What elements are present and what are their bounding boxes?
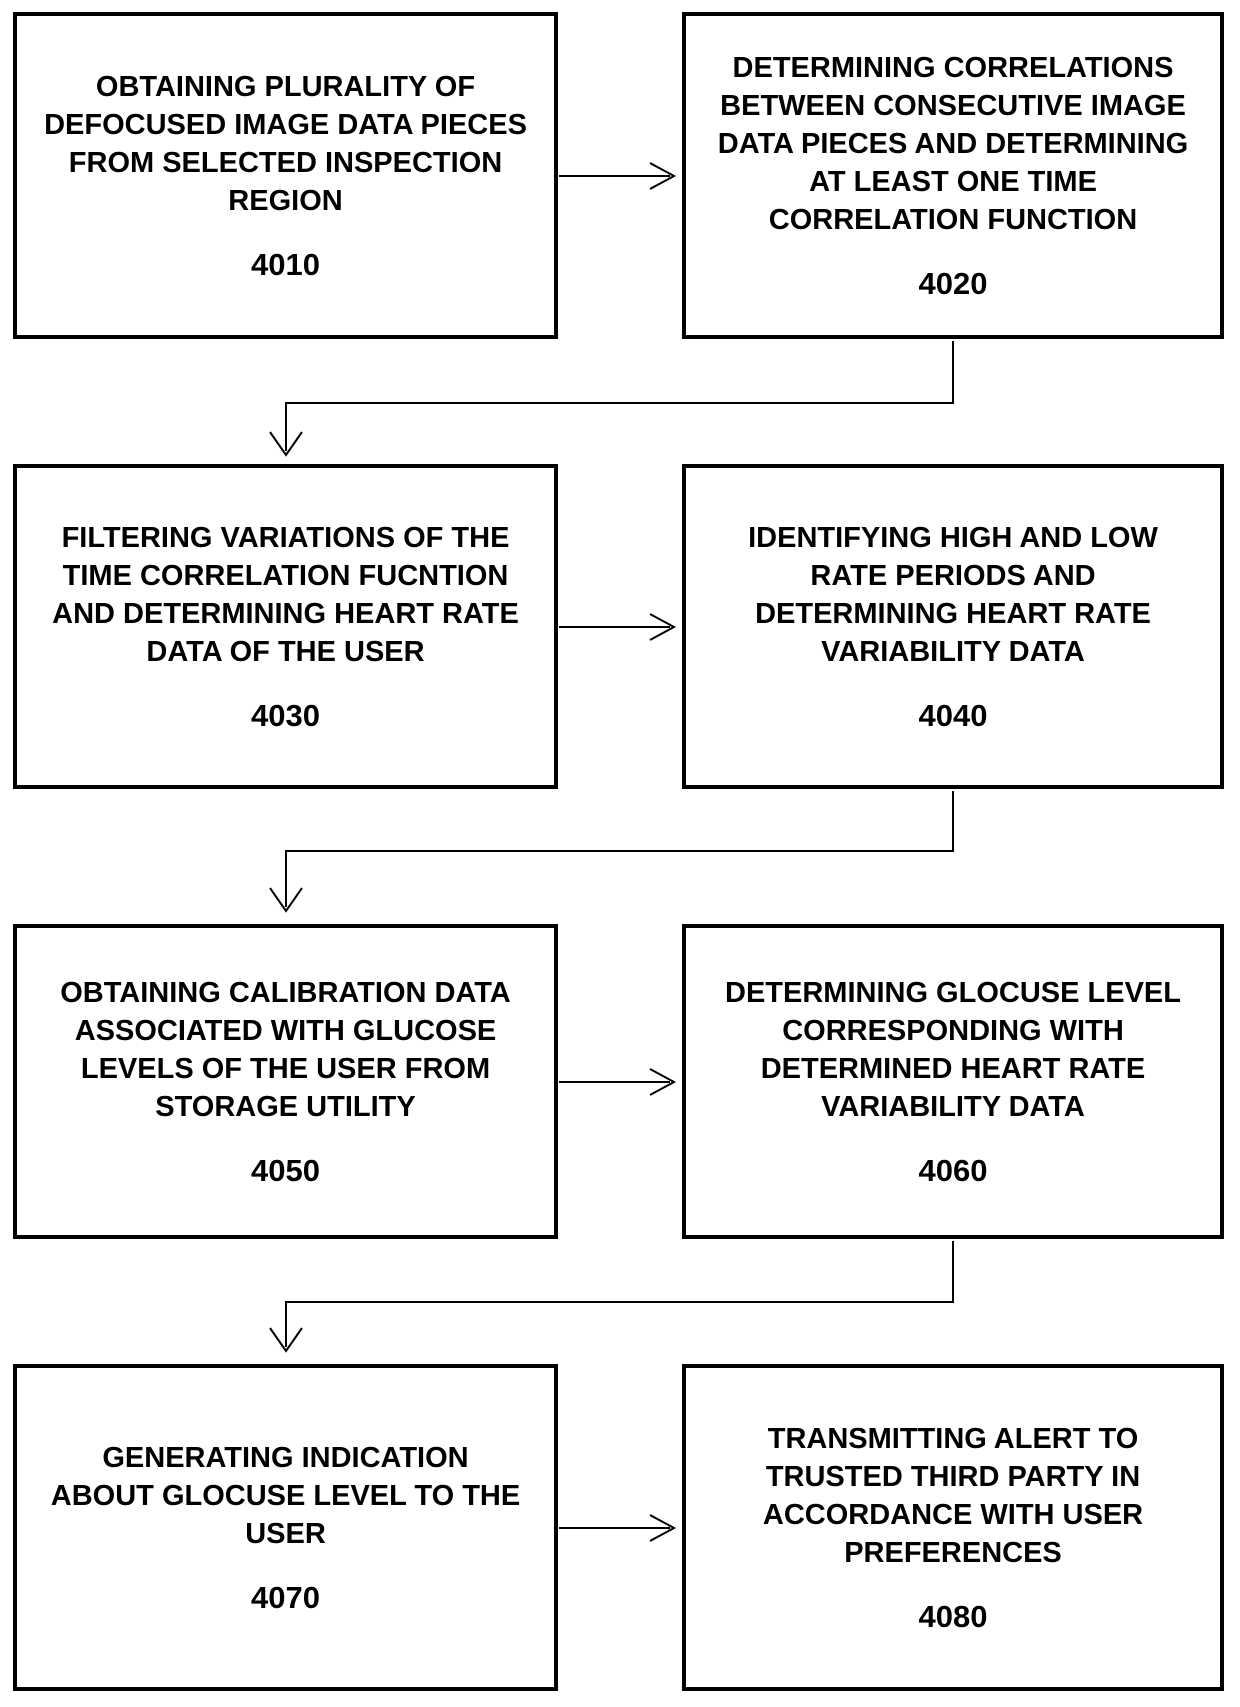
arrowhead-right-icon (649, 613, 677, 641)
step-number: 4080 (918, 1598, 988, 1634)
flow-box-4040: IDENTIFYING HIGH AND LOW RATE PERIODS AN… (682, 464, 1224, 789)
step-number: 4060 (918, 1152, 988, 1188)
step-text: DETERMINING GLOCUSE LEVEL CORRESPONDING … (725, 976, 1181, 1123)
connector-4050-4060 (559, 1068, 677, 1096)
connector-4040-4050 (269, 791, 954, 913)
connector-4030-4040 (559, 613, 677, 641)
connector-4060-4070 (269, 1241, 954, 1353)
connector-4010-4020 (559, 162, 677, 190)
flow-box-4060: DETERMINING GLOCUSE LEVEL CORRESPONDING … (682, 924, 1224, 1239)
arrowhead-right-icon (649, 162, 677, 190)
step-number: 4030 (251, 697, 320, 733)
step-text: FILTERING VARIATIONS OF THE TIME CORRELA… (52, 521, 519, 668)
step-number: 4050 (251, 1152, 320, 1188)
flow-box-4010: OBTAINING PLURALITY OF DEFOCUSED IMAGE D… (13, 12, 558, 339)
step-text: OBTAINING PLURALITY OF DEFOCUSED IMAGE D… (44, 70, 527, 217)
step-number: 4010 (251, 246, 320, 282)
arrowhead-down-icon (269, 887, 303, 913)
step-number: 4070 (251, 1579, 320, 1615)
flow-box-4020: DETERMINING CORRELATIONS BETWEEN CONSECU… (682, 12, 1224, 339)
flow-box-4070: GENERATING INDICATION ABOUT GLOCUSE LEVE… (13, 1364, 558, 1691)
flow-box-4080: TRANSMITTING ALERT TO TRUSTED THIRD PART… (682, 1364, 1224, 1691)
step-text: DETERMINING CORRELATIONS BETWEEN CONSECU… (717, 51, 1189, 236)
step-number: 4020 (918, 265, 988, 301)
step-number: 4040 (918, 697, 988, 733)
step-text: OBTAINING CALIBRATION DATA ASSOCIATED WI… (60, 976, 511, 1123)
flow-box-4050: OBTAINING CALIBRATION DATA ASSOCIATED WI… (13, 924, 558, 1239)
arrowhead-down-icon (269, 431, 303, 457)
flow-box-4030: FILTERING VARIATIONS OF THE TIME CORRELA… (13, 464, 558, 789)
arrowhead-right-icon (649, 1514, 677, 1542)
step-text: IDENTIFYING HIGH AND LOW RATE PERIODS AN… (748, 521, 1158, 668)
arrowhead-right-icon (649, 1068, 677, 1096)
connector-4020-4030 (269, 341, 954, 457)
step-text: GENERATING INDICATION ABOUT GLOCUSE LEVE… (50, 1441, 521, 1550)
step-text: TRANSMITTING ALERT TO TRUSTED THIRD PART… (762, 1422, 1144, 1569)
connector-4070-4080 (559, 1514, 677, 1542)
arrowhead-down-icon (269, 1327, 303, 1353)
